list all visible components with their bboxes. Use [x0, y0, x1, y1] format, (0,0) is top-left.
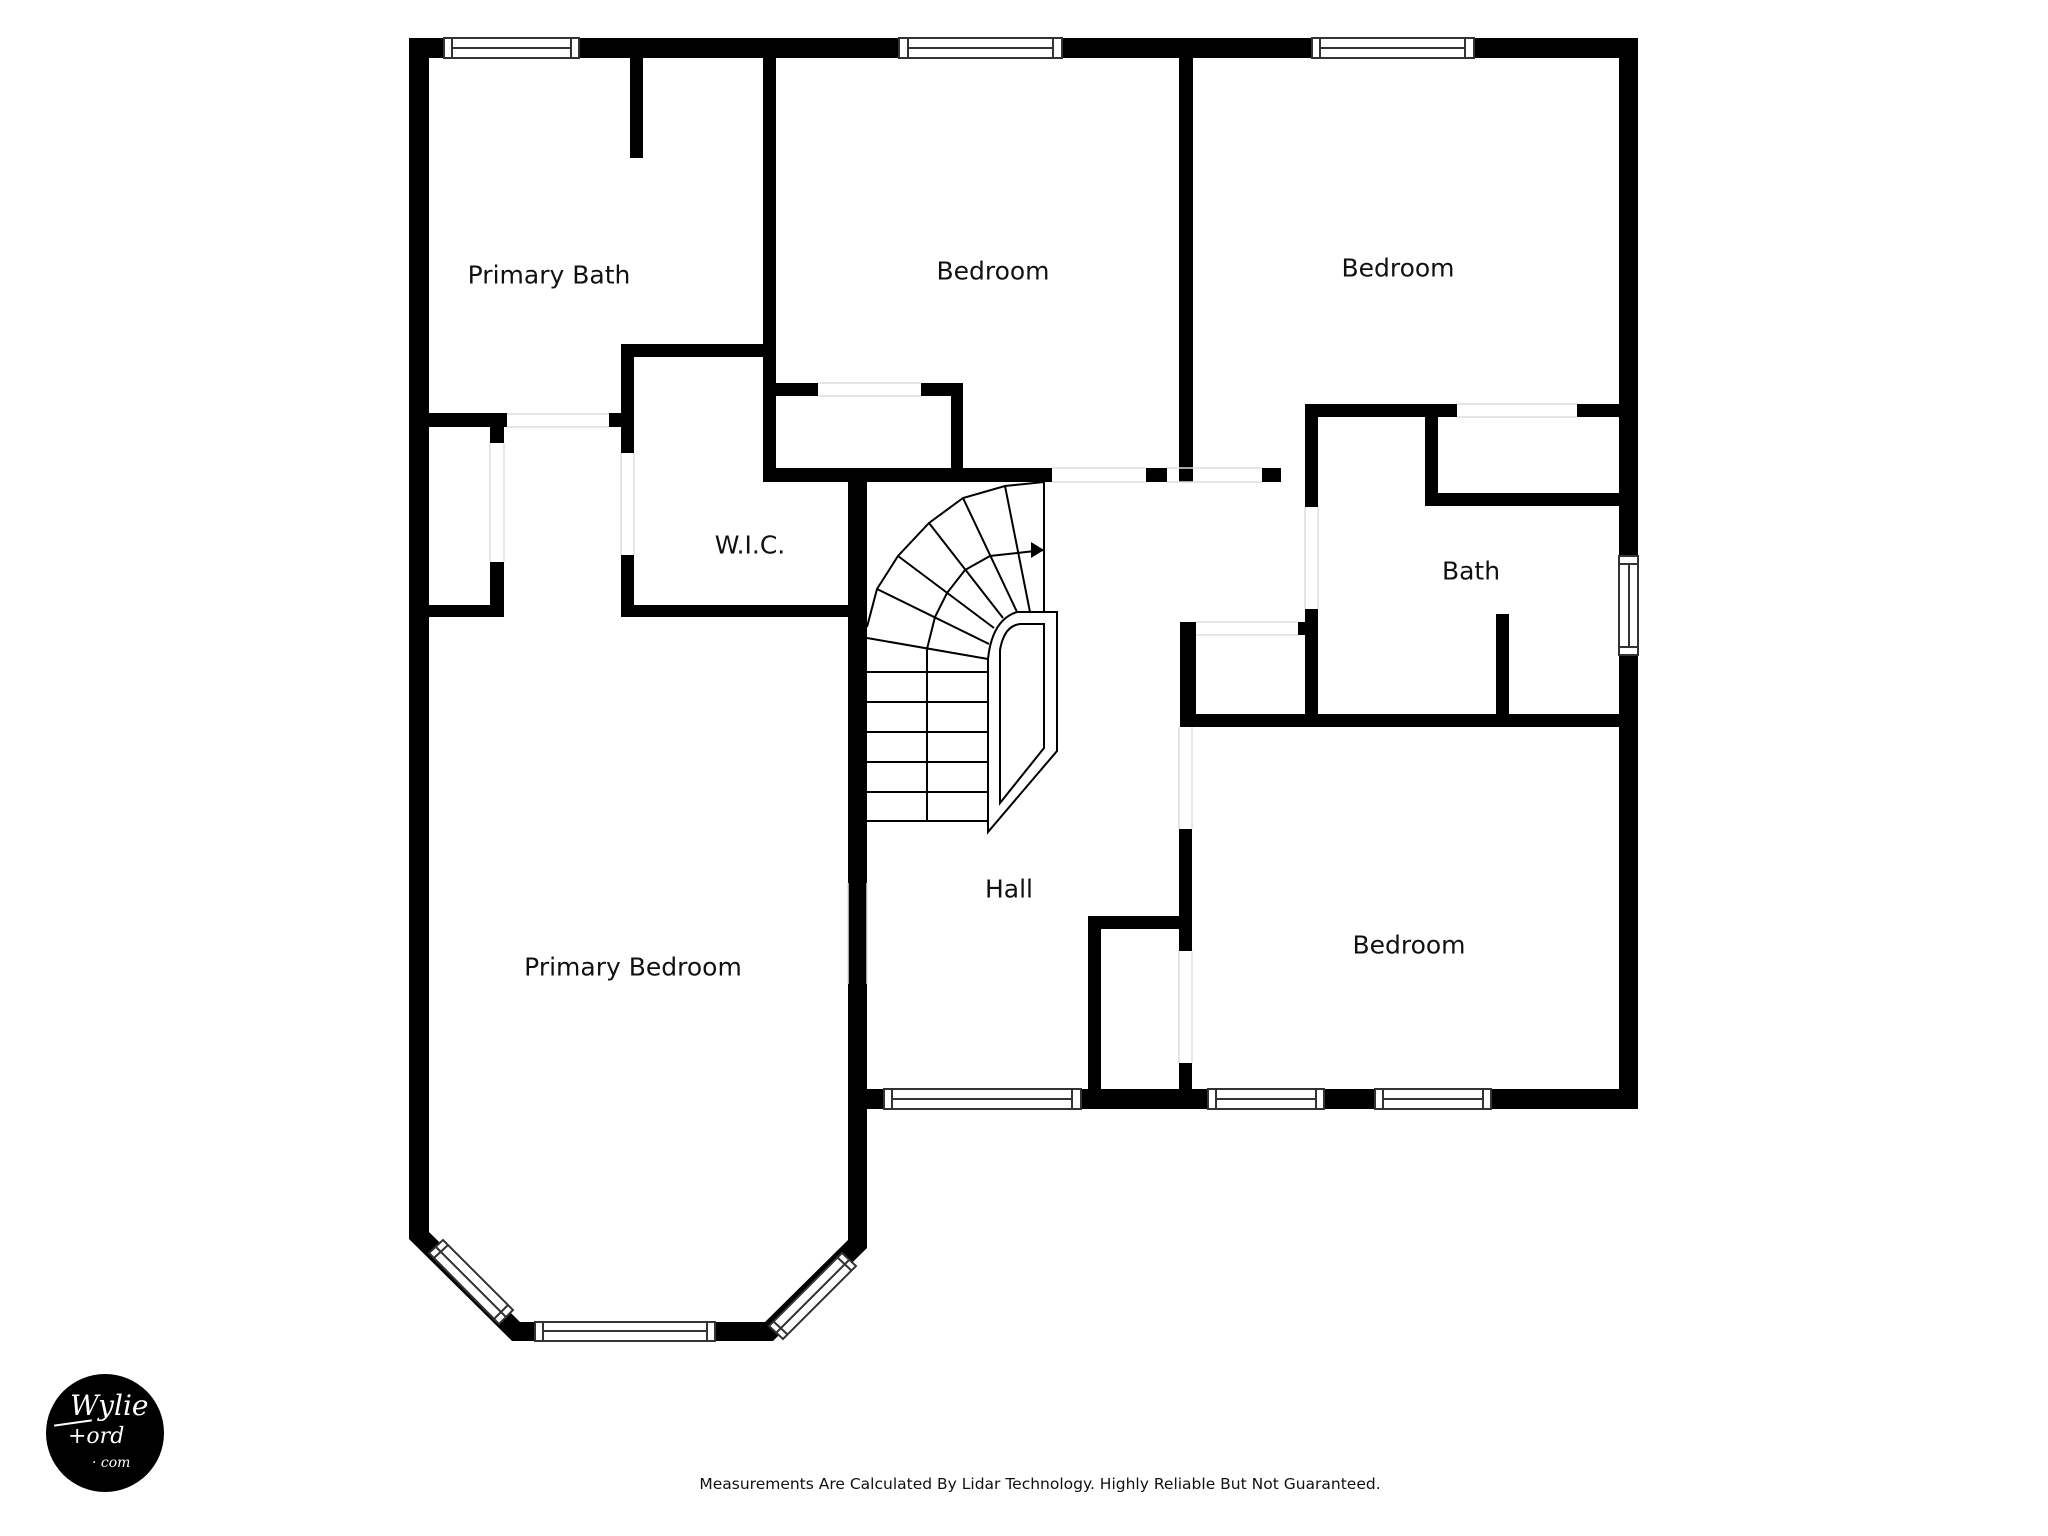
room-label-primary-bedroom: Primary Bedroom: [524, 952, 742, 982]
window-bedroom-top-middle: [898, 37, 1063, 59]
window-bedroom-bottom-2: [1374, 1088, 1492, 1110]
room-label-bath: Bath: [1441, 556, 1501, 586]
window-bay-right: [767, 1251, 858, 1341]
window-primary-bath: [443, 37, 580, 59]
room-label-primary-bath: Primary Bath: [467, 260, 631, 290]
logo-text-line3: · com: [92, 1455, 131, 1471]
room-label-bedroom-top-middle: Bedroom: [936, 256, 1050, 286]
window-bay-left: [427, 1238, 515, 1326]
room-label-wic: W.I.C.: [714, 530, 786, 560]
arrow-right-icon: [1031, 542, 1044, 558]
room-label-hall: Hall: [984, 874, 1034, 904]
window-bedroom-top-right: [1311, 37, 1475, 59]
staircase: [866, 481, 1058, 835]
room-label-bedroom-top-right: Bedroom: [1341, 253, 1455, 283]
brand-logo: Wylie +ord · com: [46, 1374, 164, 1492]
window-hall: [883, 1088, 1082, 1110]
door-openings: [489, 382, 1577, 1063]
logo-text-line1: Wylie: [70, 1389, 149, 1422]
measurement-disclaimer: Measurements Are Calculated By Lidar Tec…: [699, 1475, 1381, 1493]
room-label-bedroom-bottom-right: Bedroom: [1352, 930, 1466, 960]
window-bedroom-bottom-1: [1207, 1088, 1325, 1110]
windows: [427, 37, 1639, 1342]
interior-walls: [429, 58, 1638, 1109]
stair-newel: [987, 611, 1058, 835]
window-bay-bottom: [534, 1321, 716, 1342]
window-bath: [1618, 555, 1639, 656]
logo-text-line2: +ord: [68, 1424, 125, 1449]
